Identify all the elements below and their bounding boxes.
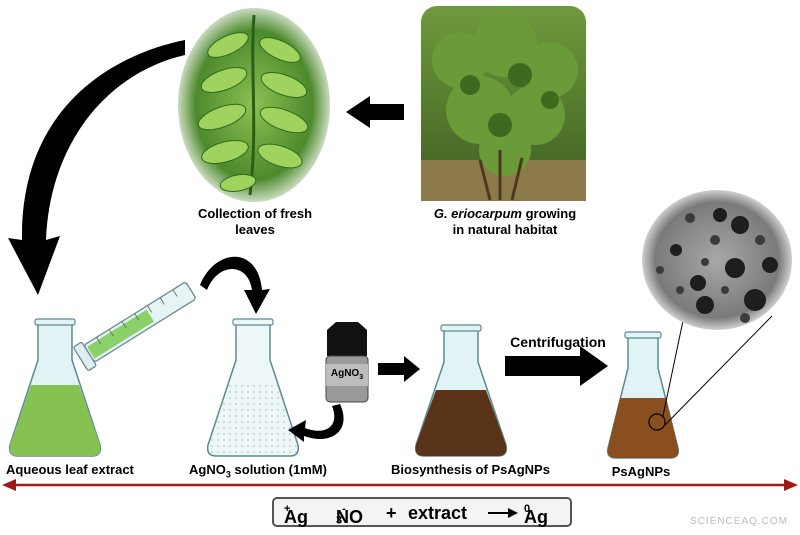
arrow-bottle-to-flask xyxy=(288,404,344,442)
species-label: G. eriocarpum growing in natural habitat xyxy=(433,206,577,237)
flask-agno3-solution xyxy=(206,318,300,457)
flask-psagnps xyxy=(606,315,773,459)
process-timeline-line xyxy=(2,479,798,491)
measuring-cylinder xyxy=(73,282,196,371)
tem-nanoparticle-image xyxy=(642,190,792,330)
centrifugation-arrow xyxy=(505,346,608,386)
agno3-bottle-label: AgNO3 xyxy=(330,368,364,381)
aqueous-extract-label: Aqueous leaf extract xyxy=(6,462,134,477)
flask-biosynthesis xyxy=(414,324,508,457)
fresh-leaves-image xyxy=(178,8,330,202)
arrow-habitat-to-leaves xyxy=(346,96,404,128)
arrow-leaves-to-extract xyxy=(8,40,185,295)
arrow-to-agno3-solution xyxy=(200,256,270,314)
agno3-solution-label: AgNO3 solution (1mM) xyxy=(189,462,327,480)
psagnps-label: PsAgNPs xyxy=(611,464,671,479)
centrifugation-label: Centrifugation xyxy=(510,334,606,350)
natural-habitat-image xyxy=(421,6,586,201)
watermark: SCIENCEAQ.COM xyxy=(689,516,788,527)
biosynthesis-label: Biosynthesis of PsAgNPs xyxy=(391,462,550,477)
arrow-to-biosynthesis xyxy=(378,356,420,382)
flask-aqueous-extract xyxy=(8,318,102,457)
agno3-bottle xyxy=(325,322,369,403)
reaction-arrow-icon xyxy=(488,508,518,518)
collection-label: Collection of fresh leaves xyxy=(197,206,313,237)
